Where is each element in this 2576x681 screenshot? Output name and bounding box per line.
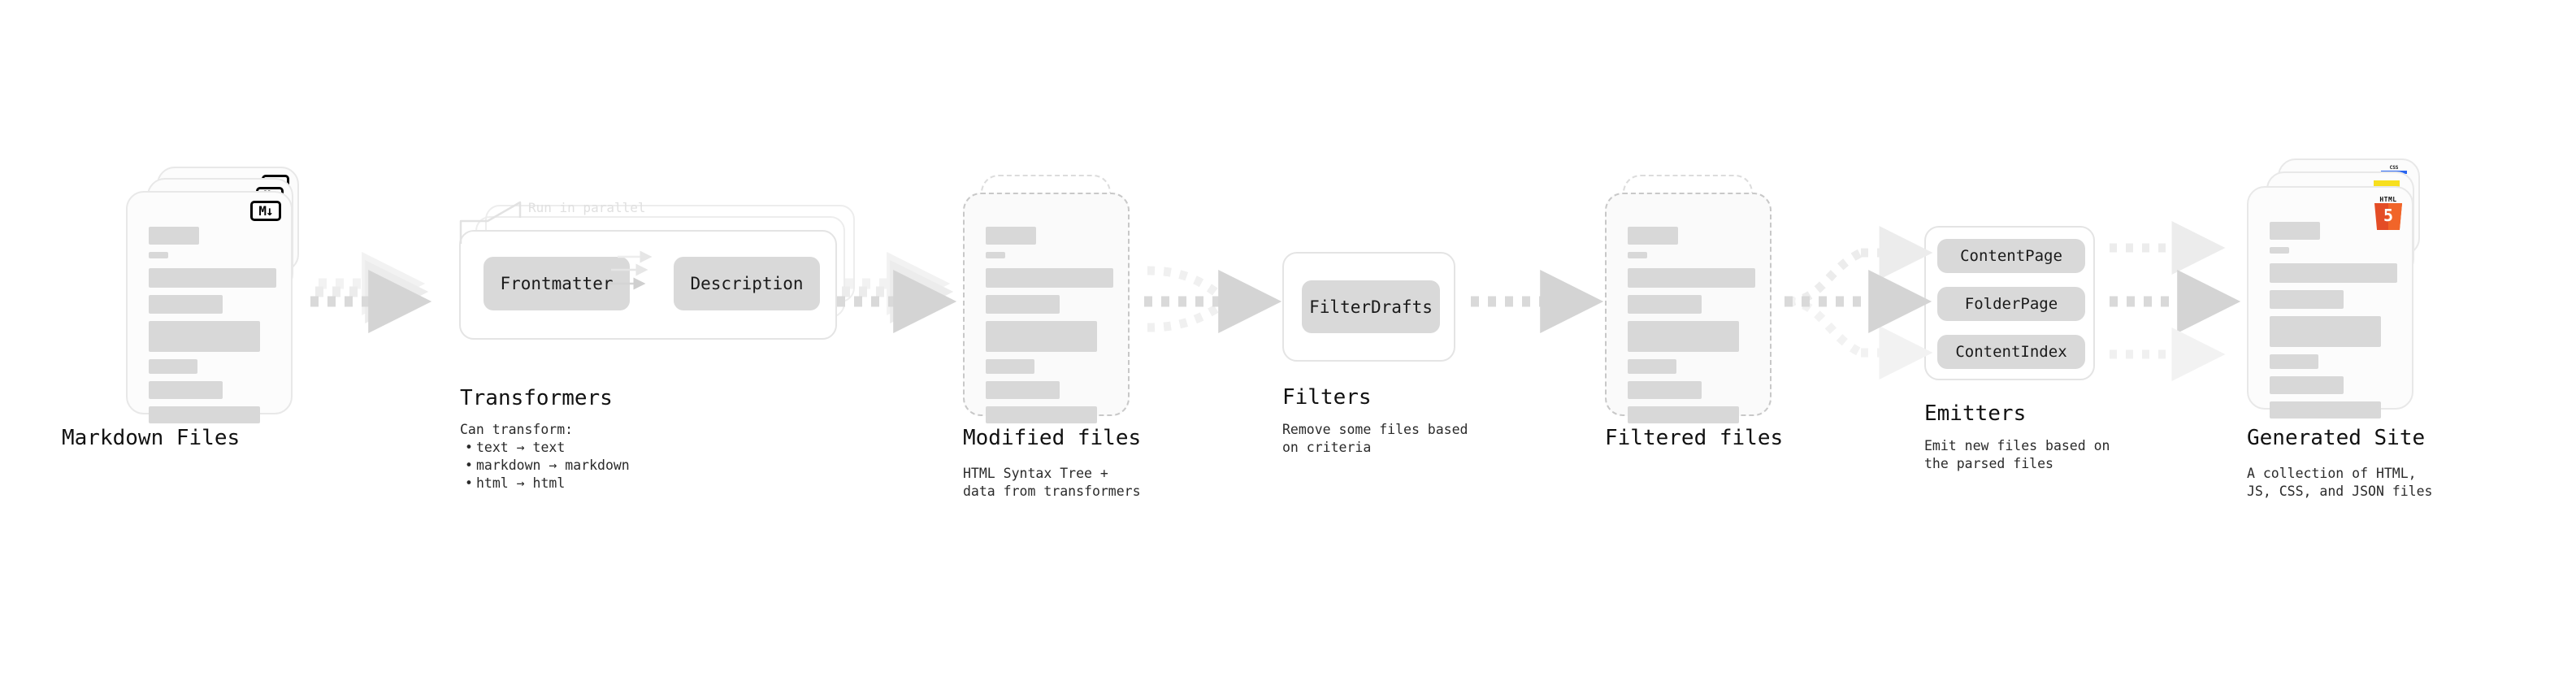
- content-bar: [1628, 359, 1676, 374]
- connector-filtered-to-emitters: [1785, 226, 1933, 380]
- emitter-chip-contentpage[interactable]: ContentPage: [1937, 239, 2085, 273]
- content-bar: [986, 268, 1113, 288]
- generated-file-card-html: HTML 5: [2247, 186, 2413, 419]
- content-bar: [2270, 376, 2344, 394]
- file-content-bars: [1628, 227, 1755, 431]
- bullet-text: text → text: [476, 440, 566, 455]
- emitters-title: Emitters: [1924, 401, 2027, 426]
- modified-file-card-front: [963, 193, 1130, 423]
- content-bar: [149, 321, 260, 352]
- content-bar: [1628, 268, 1755, 288]
- content-bar: [1628, 252, 1647, 258]
- generated-site-stack: CSS HTML 5: [2247, 158, 2450, 427]
- content-bar: [986, 295, 1060, 314]
- html5-number: 5: [2383, 205, 2394, 225]
- content-bar: [986, 321, 1097, 352]
- emitters-box: ContentPage FolderPage ContentIndex: [1924, 226, 2095, 380]
- html5-badge-icon: HTML 5: [2374, 196, 2402, 230]
- filter-chip-filterdrafts[interactable]: FilterDrafts: [1302, 280, 1440, 333]
- content-bar: [1628, 381, 1702, 399]
- filtered-file-card-front: [1605, 193, 1772, 423]
- filters-title: Filters: [1282, 385, 1372, 410]
- content-bar: [2270, 222, 2320, 240]
- file-content-bars: [986, 227, 1113, 431]
- emitters-subtitle: Emit new files based on the parsed files: [1924, 438, 2110, 471]
- content-bar: [986, 359, 1034, 374]
- content-bar: [986, 406, 1097, 423]
- emitter-chip-contentindex[interactable]: ContentIndex: [1937, 335, 2085, 369]
- content-bar: [149, 295, 223, 314]
- markdown-files-title: Markdown Files: [62, 426, 241, 450]
- content-bar: [1628, 321, 1739, 352]
- markdown-badge-icon: M↓: [250, 201, 281, 221]
- filtered-files-stack: [1605, 175, 1800, 435]
- file-content-bars: [149, 227, 276, 431]
- content-bar: [149, 359, 197, 374]
- content-bar: [2270, 263, 2397, 283]
- content-bar: [2270, 316, 2381, 347]
- modified-files-title: Modified files: [963, 426, 1142, 450]
- content-bar: [149, 252, 168, 258]
- connector-markdown-to-transformers: [310, 252, 432, 333]
- connector-emitters-to-site: [2110, 221, 2241, 381]
- generated-site-title: Generated Site: [2247, 426, 2426, 450]
- filters-box: FilterDrafts: [1282, 252, 1455, 362]
- bullet-text: markdown → markdown: [476, 458, 630, 473]
- emitter-chip-folderpage[interactable]: FolderPage: [1937, 287, 2085, 321]
- run-in-parallel-label: Run in parallel: [528, 200, 646, 215]
- transformer-chip-description[interactable]: Description: [674, 257, 820, 310]
- content-bar: [986, 252, 1005, 258]
- css-badge-label: CSS: [2389, 165, 2399, 171]
- modified-files-subtitle: HTML Syntax Tree + data from transformer…: [963, 466, 1141, 499]
- content-bar: [2270, 290, 2344, 309]
- html5-badge-label: HTML: [2379, 196, 2397, 203]
- generated-site-subtitle: A collection of HTML, JS, CSS, and JSON …: [2247, 466, 2433, 499]
- content-bar: [1628, 295, 1702, 314]
- content-bar: [986, 381, 1060, 399]
- transformers-bullets: •text → text •markdown → markdown •html …: [465, 439, 630, 492]
- content-bar: [2270, 247, 2289, 254]
- filters-subtitle: Remove some files based on criteria: [1282, 422, 1468, 455]
- html5-shield: 5: [2374, 203, 2402, 230]
- bullet-item: •html → html: [465, 475, 566, 491]
- filtered-files-title: Filtered files: [1605, 426, 1784, 450]
- bullet-item: •markdown → markdown: [465, 458, 630, 473]
- bullet-text: html → html: [476, 475, 566, 491]
- file-content-bars: [2270, 222, 2397, 426]
- markdown-files-stack: M↓ M↓ M↓: [126, 167, 321, 427]
- markdown-file-card-front: M↓: [126, 191, 293, 423]
- content-bar: [149, 406, 260, 423]
- content-bar: [2270, 401, 2381, 419]
- transformers-subtitle: Can transform:: [460, 422, 574, 437]
- transformers-title: Transformers: [460, 386, 613, 410]
- bullet-item: •text → text: [465, 440, 566, 455]
- content-bar: [149, 268, 276, 288]
- content-bar: [1628, 406, 1739, 423]
- content-bar: [2270, 354, 2318, 369]
- transformers-box: Frontmatter Description: [459, 230, 837, 340]
- modified-files-stack: [963, 175, 1158, 435]
- content-bar: [149, 381, 223, 399]
- content-bar: [149, 227, 199, 245]
- content-bar: [986, 227, 1036, 245]
- transformer-chip-frontmatter[interactable]: Frontmatter: [484, 257, 630, 310]
- content-bar: [1628, 227, 1678, 245]
